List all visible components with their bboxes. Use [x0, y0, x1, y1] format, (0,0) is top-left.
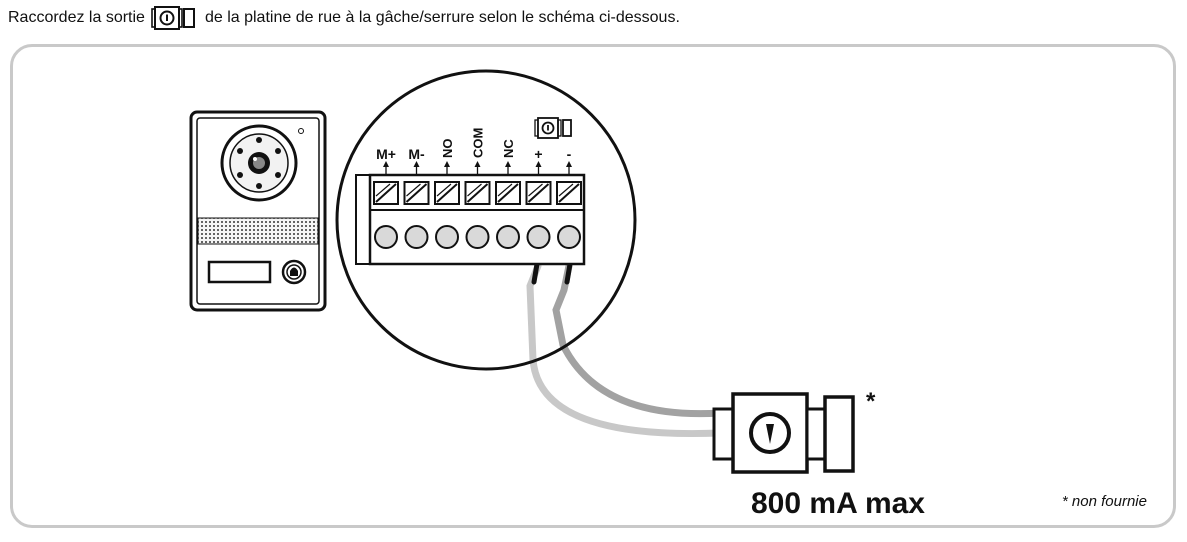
terminal-screw: [495, 181, 521, 249]
terminal-arrow: [444, 161, 450, 175]
door-station: [189, 110, 327, 312]
wires: [526, 255, 724, 438]
terminal-screw: [556, 181, 582, 249]
terminal-arrow: [535, 161, 542, 175]
terminal-screw: [373, 181, 399, 249]
terminal-label: +: [534, 146, 542, 162]
name-label-slot: [207, 260, 272, 284]
terminal-labels: M+ M- NO COM NC + -: [376, 128, 572, 175]
door-lock-icon: [534, 117, 572, 139]
terminal-screw: [434, 181, 460, 249]
instruction-text-before: Raccordez la sortie: [8, 9, 145, 26]
terminal-label: COM: [471, 128, 486, 158]
terminal-arrow: [413, 161, 420, 175]
current-rating: 800 mA max: [751, 487, 925, 520]
instruction-text-after: de la platine de rue à la gâche/serrure …: [204, 9, 680, 26]
terminal-label: NC: [501, 139, 516, 158]
terminal-arrow: [566, 161, 572, 175]
terminal-arrow: [505, 161, 511, 175]
footnote: * non fournie: [1062, 493, 1147, 510]
terminal-screw: [525, 181, 552, 249]
terminal-arrow: [383, 161, 389, 175]
door-lock-icon: [151, 6, 195, 30]
terminal-arrow: [474, 161, 481, 175]
terminal-label: -: [567, 146, 572, 162]
door-lock-icon: [712, 392, 855, 474]
not-supplied-asterisk: *: [866, 388, 876, 415]
camera-lens-icon: [220, 124, 298, 202]
terminal-label: M-: [408, 146, 425, 162]
terminal-magnifier: [335, 69, 637, 371]
terminal-screw: [464, 181, 491, 249]
terminal-block: [355, 173, 586, 266]
terminal-screw: [403, 181, 430, 249]
bell-button-icon: [281, 259, 307, 285]
terminal-label: NO: [440, 139, 455, 159]
speaker-grille: [197, 217, 319, 245]
instruction-line: Raccordez la sortie de la platine de rue…: [8, 5, 680, 31]
diagram-frame: [10, 44, 1176, 528]
terminal-label: M+: [376, 146, 396, 162]
